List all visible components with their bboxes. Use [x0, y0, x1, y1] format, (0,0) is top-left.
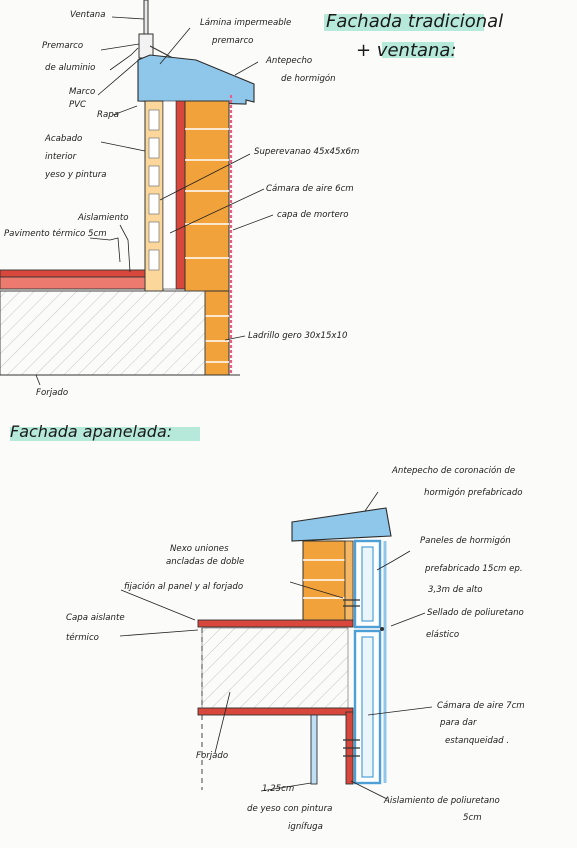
traditional-facade-detail	[0, 0, 274, 386]
label-rapa: Rapa	[97, 110, 119, 120]
label-antepecho-2: de hormigón	[281, 74, 336, 84]
label-nexo-1: Nexo uniones	[170, 544, 229, 554]
label-premarco-2: de aluminio	[45, 63, 96, 73]
label-forjado-top: Forjado	[36, 388, 69, 398]
slab-top	[0, 290, 206, 376]
label-acabado-2: interior	[45, 152, 77, 162]
gypsum-board	[310, 714, 318, 785]
label-acabado-1: Acabado	[45, 134, 83, 144]
label-aislamiento: Aislamiento	[78, 213, 129, 223]
label-sellado-1: Sellado de poliuretano	[427, 608, 524, 618]
label-antepecho-1: Antepecho	[266, 56, 313, 66]
label-antepecho-coronacion-2: hormigón prefabricado	[424, 488, 523, 498]
floor-insulation	[0, 276, 146, 290]
label-sellado-2: elástico	[426, 630, 460, 640]
label-paneles-3: 3,3m de alto	[428, 585, 483, 595]
label-aislamiento-poliuretano-2: 5cm	[463, 813, 482, 823]
label-nexo-3: fijación al panel y al forjado	[124, 582, 244, 592]
label-yeso-1: 1,25cm	[262, 784, 295, 794]
label-paneles-2: prefabricado 15cm ep.	[425, 564, 523, 574]
label-acabado-3: yeso y pintura	[45, 170, 107, 180]
label-camara-7-1: Cámara de aire 7cm	[437, 701, 525, 711]
thermal-layer-bottom	[197, 707, 354, 716]
label-camara-7-2: para dar	[440, 718, 477, 728]
coronation-sill	[291, 507, 392, 542]
label-nexo-2: ancladas de doble	[166, 557, 245, 567]
label-capa-mortero: capa de mortero	[277, 210, 349, 220]
label-marco-1: Marco	[69, 87, 96, 97]
label-ventana: Ventana	[70, 10, 106, 20]
title-traditional-line2: + ventana:	[356, 40, 457, 61]
title-highlight-1	[324, 14, 484, 31]
floor-pavement	[0, 269, 146, 278]
label-antepecho-coronacion-1: Antepecho de coronación de	[392, 466, 516, 476]
title-highlight-3	[10, 427, 200, 441]
label-paneles-1: Paneles de hormigón	[420, 536, 511, 546]
polyurethane-seal	[380, 627, 384, 631]
parapet-brick	[302, 540, 346, 622]
thermal-layer-top	[197, 619, 354, 628]
label-capa-aislante-2: térmico	[66, 633, 99, 643]
label-ladrillo: Ladrillo gero 30x15x10	[248, 331, 348, 341]
label-camara-7-3: estanqueidad .	[445, 736, 510, 746]
label-pavimento-termico: Pavimento térmico 5cm	[4, 229, 107, 239]
label-premarco-1: Premarco	[42, 41, 84, 51]
title-traditional-line1: Fachada tradicional	[326, 11, 504, 32]
slab-bottom	[201, 627, 349, 709]
thermal-insulation-strip	[175, 100, 186, 290]
label-yeso-2: de yeso con pintura	[247, 804, 333, 814]
title-panel-facade: Fachada apanelada:	[10, 422, 173, 441]
label-lamina-1: Lámina impermeable	[200, 18, 292, 28]
label-aislamiento-poliuretano-1: Aislamiento de poliuretano	[384, 796, 500, 806]
panel-facade-detail	[119, 491, 433, 800]
label-capa-aislante-1: Capa aislante	[66, 613, 125, 623]
concrete-sill	[137, 54, 255, 105]
inner-brick-wall	[144, 100, 164, 292]
label-superevanao: Superevanao 45x45x6m	[254, 147, 360, 157]
anchors	[343, 599, 360, 757]
label-marco-2: PVC	[69, 100, 87, 110]
label-forjado-bottom: Forjado	[196, 751, 229, 761]
title-highlight-2	[382, 42, 454, 58]
label-camara-aire: Cámara de aire 6cm	[266, 184, 354, 194]
label-lamina-2: premarco	[212, 36, 254, 46]
label-yeso-3: ignífuga	[288, 822, 323, 832]
